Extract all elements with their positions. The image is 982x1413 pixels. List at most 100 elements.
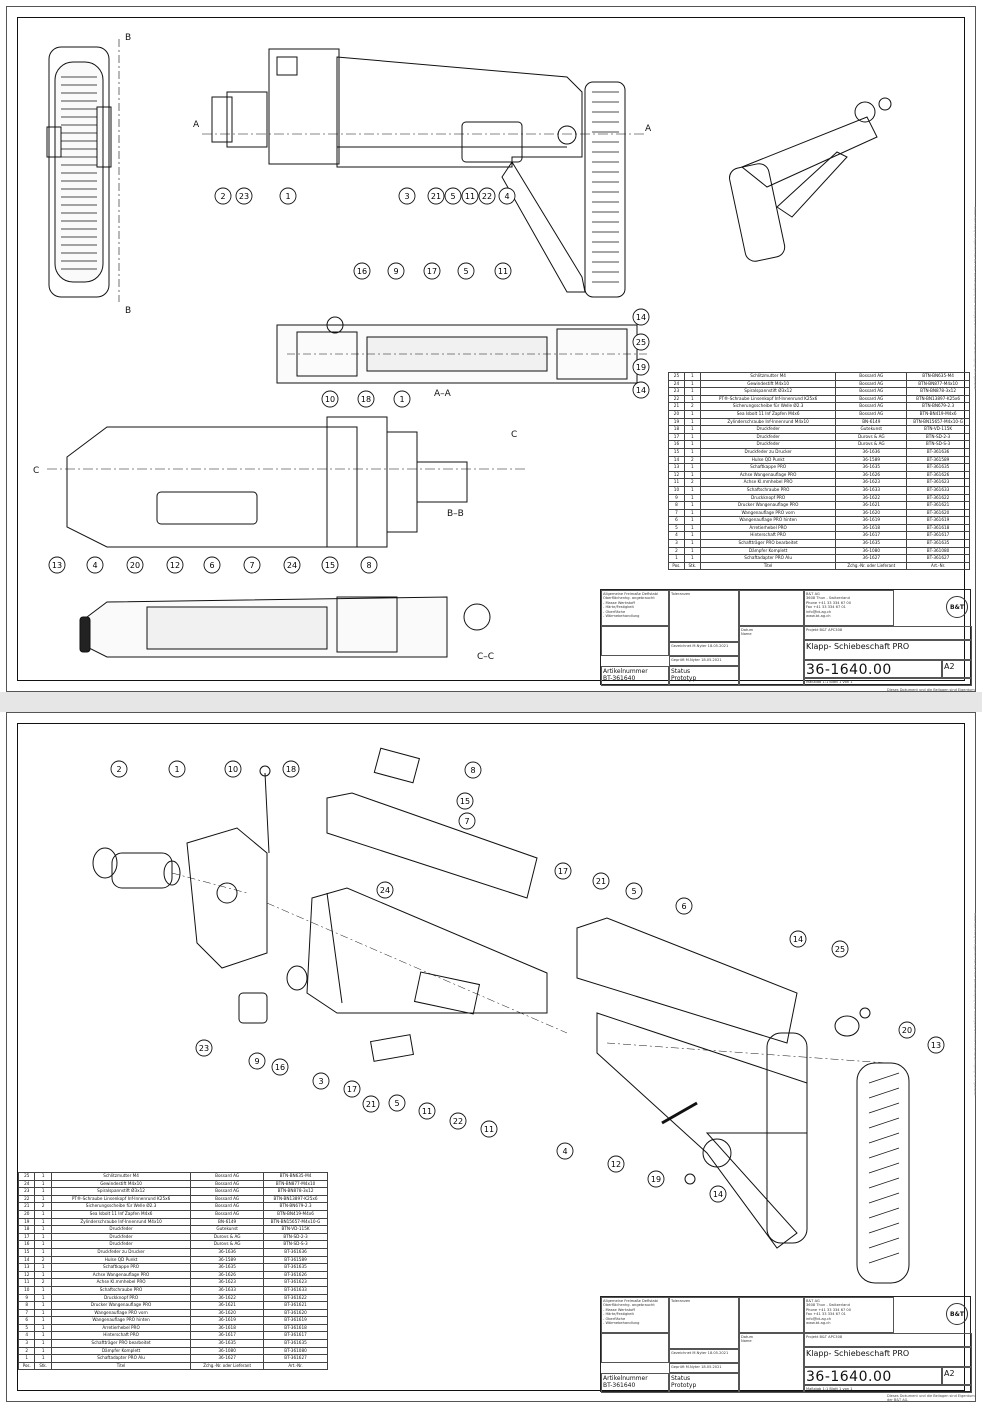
- cell-pos: 17: [668, 432, 685, 442]
- cell-supplier: Durovs & AG: [835, 432, 908, 442]
- cell-name: Druckfeder: [699, 432, 837, 442]
- cell-name: PT®-Schraube Linsenkopf Inf-Innenrund K2…: [50, 1194, 192, 1204]
- part-cheek-rest-front: [326, 747, 538, 899]
- cell-qty: 1: [34, 1179, 52, 1189]
- title-block-revision: Datum Name: [739, 1333, 804, 1393]
- item-balloon-label: 12: [611, 1160, 621, 1169]
- cell-qty: 2: [683, 455, 701, 465]
- cell-supplier: Bossard AG: [835, 409, 908, 419]
- cell-pos: 20: [668, 409, 685, 419]
- cell-pos: 22: [17, 1194, 36, 1204]
- item-balloon-label: 2: [220, 192, 225, 201]
- title-block-sheet-size: A2: [942, 660, 972, 678]
- item-balloon: [195, 1039, 213, 1057]
- cell-name: Sicherungsscheibe für Welle Ø2.3: [699, 402, 837, 411]
- sheet-frame: [17, 17, 965, 681]
- item-balloon-label: 7: [464, 817, 469, 826]
- cell-pos: 23: [668, 387, 685, 396]
- cell-pos: 11: [668, 478, 685, 487]
- cell-pos: 11: [17, 1278, 36, 1287]
- cell-qty: 1: [34, 1346, 52, 1356]
- cell-supplier: 36-1633: [835, 485, 908, 495]
- cell-pos: 21: [17, 1202, 36, 1211]
- cell-number: BT-361620: [906, 508, 970, 518]
- item-balloon-label: 1: [174, 765, 179, 774]
- item-balloon-label: 14: [793, 935, 803, 944]
- cell-name: Schaftadapter PRO Alu: [50, 1354, 192, 1363]
- cell-pos: 3: [668, 539, 685, 548]
- cell-name: Druckfeder: [699, 440, 837, 449]
- title-block-gepr: Geprüft M.Nyter 18.05.2021: [669, 656, 739, 666]
- cell-supplier: Bossard AG: [190, 1209, 265, 1219]
- cell-name: Achse Kl.mmhebel PRO: [699, 478, 837, 487]
- item-balloon: [393, 390, 411, 408]
- cell-name: Hinterschaft PRO: [699, 531, 837, 541]
- cell-name: Schlitzmutter M4: [699, 372, 837, 381]
- cell-number: BT-361635: [906, 539, 970, 548]
- cell-qty: 1: [683, 409, 701, 419]
- cell-pos: 24: [668, 379, 685, 389]
- part-cheek-rest-rear: [576, 917, 798, 1044]
- item-balloon: [388, 1094, 406, 1112]
- cell-number: BTN-BN419-M4x6: [263, 1209, 328, 1219]
- item-balloon-label: 20: [902, 1026, 912, 1035]
- cell-qty: 1: [683, 546, 701, 556]
- cell-pos: 9: [17, 1293, 36, 1303]
- cell-number: BTN-BN877-M4x10: [906, 379, 970, 389]
- cell-name: Wangenauflage PRO hinten: [699, 516, 837, 525]
- item-balloon: [357, 390, 375, 408]
- item-balloon: [248, 1052, 266, 1070]
- cell-qty: Stk.: [683, 561, 701, 571]
- title-block-status: [601, 626, 669, 656]
- cell-qty: 1: [34, 1331, 52, 1341]
- item-balloon-label: 12: [170, 561, 180, 570]
- section-c-c: [79, 596, 491, 658]
- small-parts: [238, 965, 871, 1185]
- cell-name: Gewindestift M4x10: [699, 379, 837, 389]
- cell-qty: 1: [683, 463, 701, 472]
- cell-number: BT-361621: [263, 1301, 328, 1310]
- cell-name: Schaftträger PRO bearbeitet: [50, 1339, 192, 1348]
- item-balloon: [271, 1058, 289, 1076]
- cell-pos: 15: [668, 447, 685, 457]
- cell-name: Hulse QD Punkt: [699, 455, 837, 465]
- cell-qty: 1: [683, 554, 701, 563]
- item-balloon: [647, 1170, 665, 1188]
- cell-supplier: 36-1623: [190, 1278, 265, 1287]
- title-block-status-value: Status Prototyp: [669, 666, 739, 686]
- cell-name: Wangenauflage PRO hinten: [50, 1316, 192, 1325]
- title-block-surface: [739, 590, 804, 626]
- cell-pos: 3: [17, 1339, 36, 1348]
- cell-supplier: Bossard AG: [835, 394, 908, 404]
- cell-number: BT-361627: [906, 554, 970, 563]
- cell-number: BT-361618: [263, 1323, 328, 1333]
- item-balloon-label: 23: [199, 1044, 209, 1053]
- item-balloon: [675, 897, 693, 915]
- cell-supplier: 36-1621: [835, 501, 908, 510]
- item-balloon: [449, 1112, 467, 1130]
- title-block-article: Artikelnummer BT-361640: [601, 1373, 669, 1393]
- title-block-company: B&T AG 3608 Thun - Switzerland Phone +41…: [804, 1297, 894, 1333]
- cell-pos: 6: [17, 1316, 36, 1325]
- item-balloon: [456, 792, 474, 810]
- title-block-status: [601, 1333, 669, 1363]
- cell-number: BT-361635: [906, 463, 970, 472]
- cell-qty: 1: [683, 523, 701, 533]
- item-balloon-label: 16: [357, 267, 367, 276]
